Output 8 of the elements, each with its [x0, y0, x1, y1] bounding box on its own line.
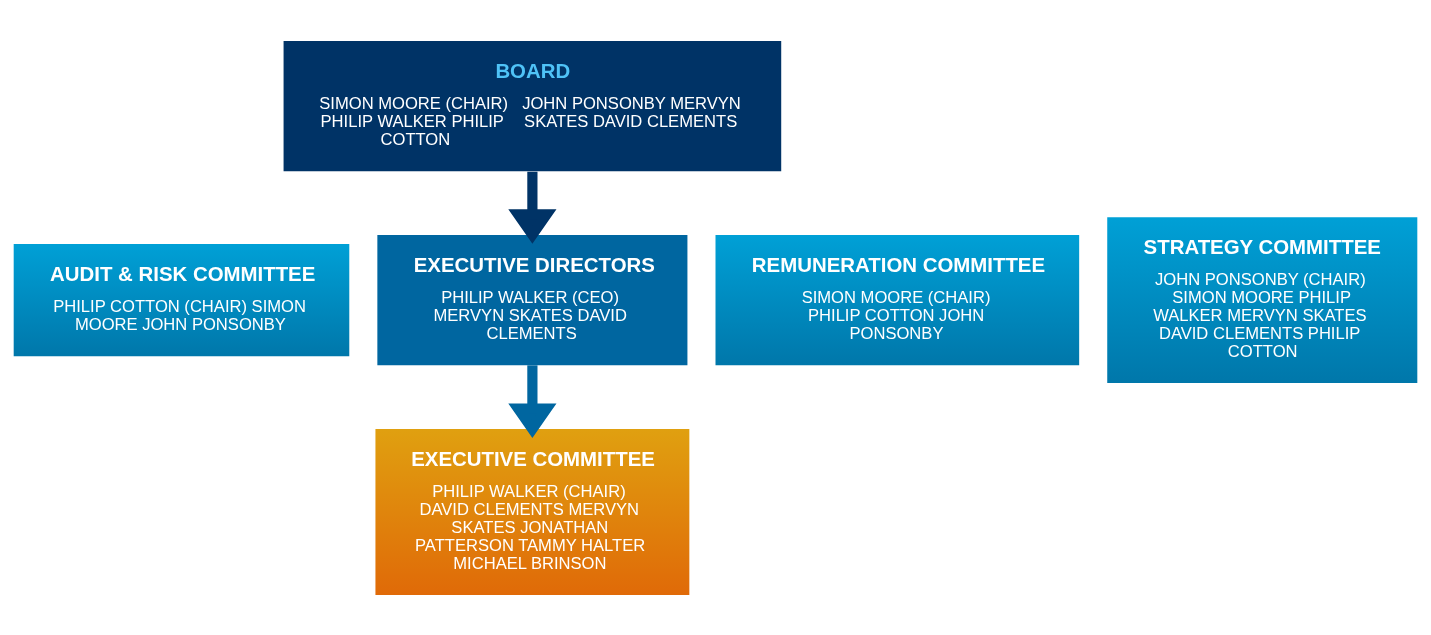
node-box: EXECUTIVE DIRECTORS PHILIP WALKER (CEO) MERVYN SKATES DAVID CLEMENTS — [377, 234, 688, 365]
node-box: STRATEGY COMMITTEE JOHN PONSONBY (CHAIR) SIMON MOORE PHILIP WALKER MERVYN SKATES DAVID CLEMENTS PHILIP COTTON — [1107, 216, 1418, 383]
node-box: REMUNERATION COMMITTEE SIMON MOORE (CHAIR) PHILIP COTTON JOHN PONSONBY — [715, 234, 1080, 365]
node-box: EXECUTIVE COMMITTEE PHILIP WALKER (CHAIR) DAVID CLEMENTS MERVYN SKATES JONATHAN PATTERSON TAMMY HALTER MICHAEL BRINSON — [375, 428, 690, 595]
node-box: BOARD SIMON MOORE (CHAIR) PHILIP WALKER PHILIP COTTON JOHN PONSONBY MERVYN SKATES DAVID CLEMENTS — [283, 40, 782, 171]
arrow — [508, 364, 557, 438]
arrow — [508, 171, 557, 244]
node-box: AUDIT & RISK COMMITTEE PHILIP COTTON (CHAIR) SIMON MOORE JOHN PONSONBY — [13, 243, 350, 356]
